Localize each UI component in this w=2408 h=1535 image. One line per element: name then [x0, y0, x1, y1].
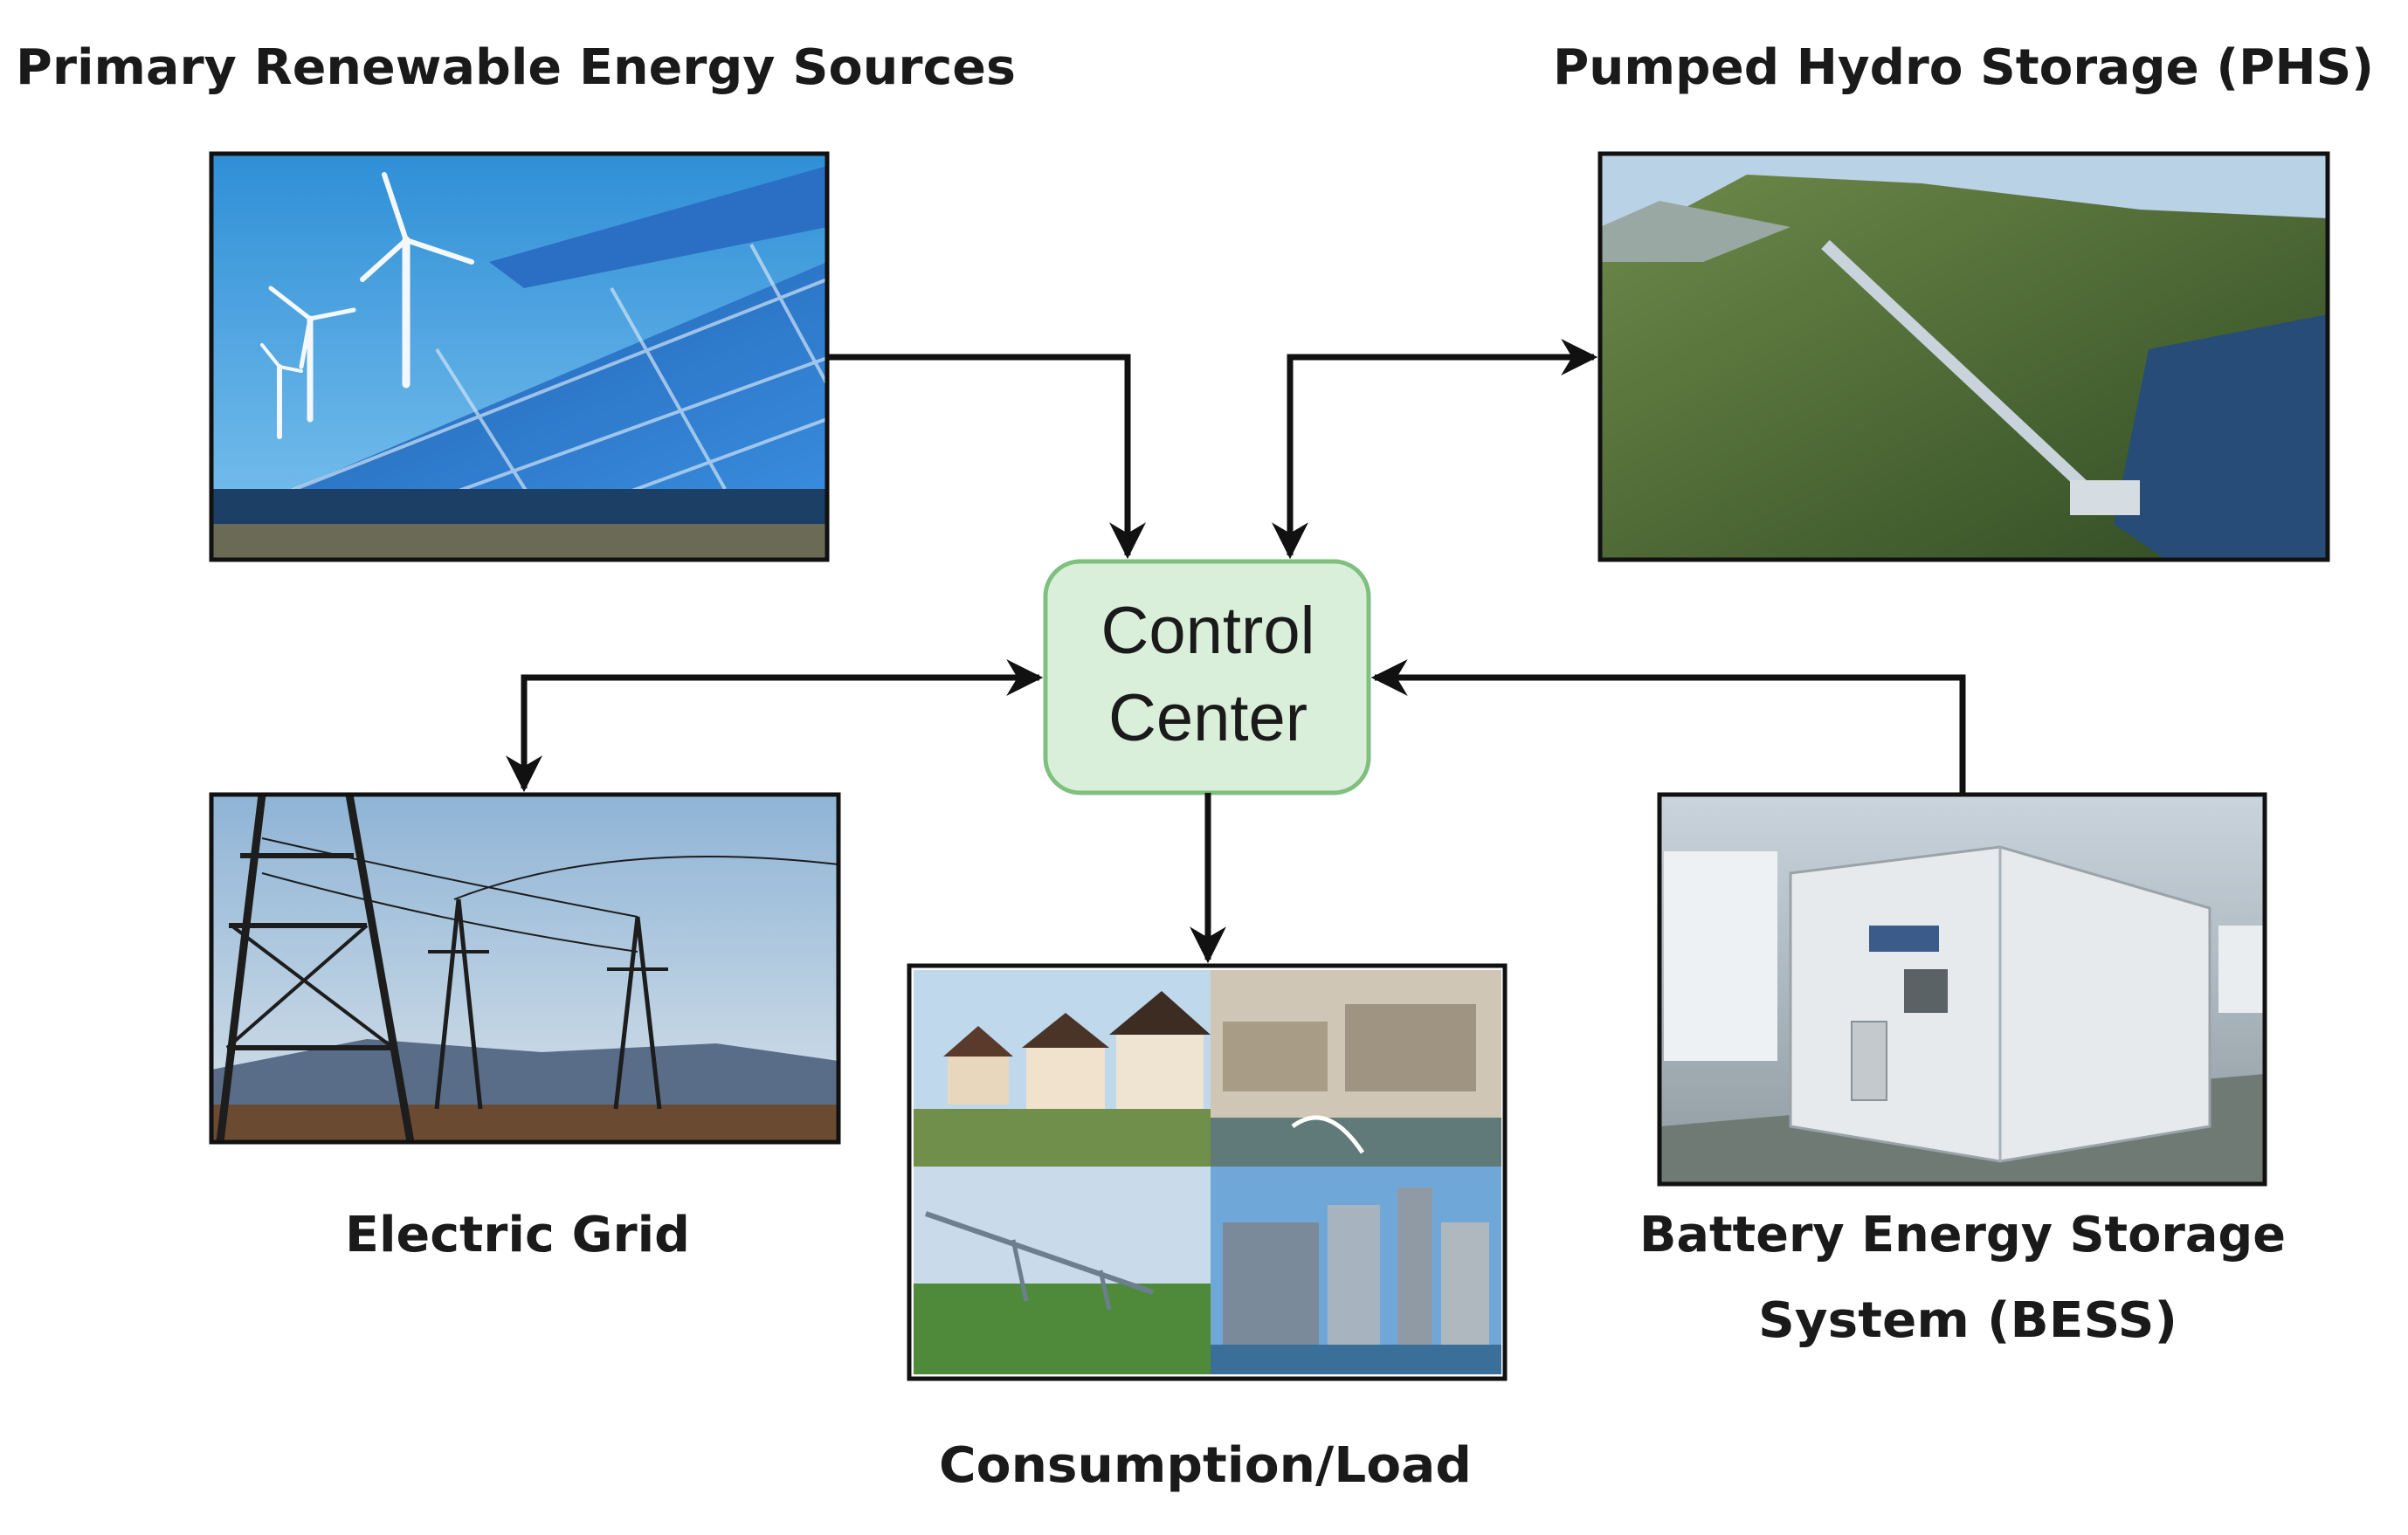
- edge-renewables-control: [827, 354, 1146, 560]
- industrial-site-icon: [1211, 970, 1501, 1167]
- grid-image: [209, 792, 841, 1145]
- control-center-line2: Center: [1108, 681, 1307, 755]
- bess-label-line2: System (BESS): [1758, 1292, 2177, 1349]
- irrigation-icon: [914, 1167, 1211, 1374]
- load-image: [907, 963, 1508, 1381]
- renewables-image: [209, 151, 830, 562]
- edge-control-phs: [1272, 339, 1598, 560]
- houses-icon: [914, 970, 1211, 1167]
- edge-bess-control: [1370, 659, 1966, 795]
- battery-container-icon: [1789, 845, 2211, 1163]
- bess-label-line1: Battery Energy Storage: [1639, 1207, 2286, 1263]
- factory-icon: [1211, 1167, 1501, 1374]
- penstock-icon: [1821, 239, 2101, 503]
- solar-panel-icon: [211, 166, 829, 560]
- load-label: Consumption/Load: [939, 1437, 1472, 1494]
- edge-grid-control: [506, 659, 1044, 793]
- renewables-label: Primary Renewable Energy Sources: [16, 39, 1016, 96]
- bess-image: [1657, 792, 2267, 1187]
- transmission-tower-icon: [216, 794, 839, 1143]
- wind-turbine-icon: [260, 172, 474, 439]
- phs-label: Pumped Hydro Storage (PHS): [1553, 39, 2374, 96]
- grid-label: Electric Grid: [345, 1207, 690, 1263]
- phs-image: [1597, 151, 2330, 562]
- control-center-node: Control Center: [1043, 559, 1371, 795]
- control-center-line1: Control: [1101, 594, 1315, 668]
